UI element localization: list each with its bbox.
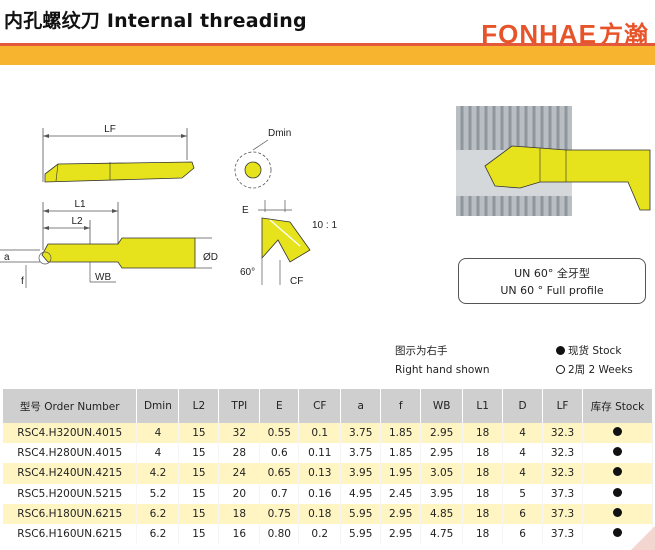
- header-bar: [0, 46, 655, 65]
- thread-render: [456, 106, 651, 216]
- stock-dot-icon: [613, 447, 622, 457]
- stock-dot-icon: [613, 487, 622, 497]
- col-stock: 库存 Stock: [582, 389, 653, 423]
- label-lf: LF: [104, 124, 116, 135]
- col-cf: CF: [298, 389, 342, 423]
- legend-weeks: 2周 2 Weeks: [556, 361, 633, 380]
- col-l1: L1: [462, 389, 504, 423]
- hand-note: 图示为右手 Right hand shown: [395, 342, 490, 380]
- legend-stock: 现货 Stock: [556, 342, 633, 361]
- col-l2: L2: [178, 389, 220, 423]
- col-tpi: TPI: [218, 389, 261, 423]
- header-rule: [0, 43, 655, 46]
- dmin-view: Dmin: [234, 128, 291, 189]
- label-cf: CF: [290, 276, 303, 287]
- page-title: 内孔螺纹刀 Internal threading: [4, 10, 307, 32]
- col-a: a: [340, 389, 382, 423]
- technical-drawing: LF Dmin L1 L2 ØD a f WB: [0, 106, 651, 288]
- stock-dot-icon: [613, 427, 622, 437]
- label-scale: 10 : 1: [312, 220, 337, 231]
- label-l1: L1: [74, 199, 86, 210]
- corner-decoration: [631, 526, 655, 550]
- weeks-ring-icon: [556, 365, 565, 374]
- label-d: ØD: [203, 252, 218, 263]
- col-wb: WB: [420, 389, 464, 423]
- profile-box: UN 60° 全牙型 UN 60 ° Full profile: [458, 258, 646, 304]
- hand-note-en: Right hand shown: [395, 364, 490, 376]
- spec-table: 型号 Order Number Dmin L2 TPI E CF a f WB …: [3, 389, 653, 545]
- col-f: f: [380, 389, 422, 423]
- profile-line-cn: UN 60° 全牙型: [514, 267, 590, 280]
- label-a: a: [4, 252, 10, 263]
- label-dmin: Dmin: [268, 128, 291, 139]
- hand-note-cn: 图示为右手: [395, 345, 448, 357]
- label-e: E: [242, 205, 249, 216]
- tool-side-view: L1 L2 ØD a f WB: [0, 199, 218, 288]
- label-l2: L2: [71, 216, 83, 227]
- col-dmin: Dmin: [136, 389, 180, 423]
- label-f: f: [21, 276, 24, 287]
- profile-line-en: UN 60 ° Full profile: [500, 284, 604, 297]
- col-lf: LF: [542, 389, 584, 423]
- stock-dot-icon: [613, 507, 622, 517]
- table-header-row: 型号 Order Number Dmin L2 TPI E CF a f WB …: [3, 389, 653, 423]
- tool-top-view: LF: [42, 124, 195, 183]
- col-d: D: [502, 389, 544, 423]
- stock-dot-icon: [556, 346, 565, 355]
- profile-detail: E 60° CF 10 : 1: [240, 200, 337, 287]
- stock-legend: 现货 Stock 2周 2 Weeks: [556, 342, 633, 380]
- stock-dot-icon: [613, 528, 622, 538]
- stock-dot-icon: [613, 467, 622, 477]
- col-e: E: [259, 389, 300, 423]
- label-angle: 60°: [240, 267, 255, 278]
- label-wb: WB: [95, 272, 111, 283]
- col-order-number: 型号 Order Number: [3, 389, 138, 423]
